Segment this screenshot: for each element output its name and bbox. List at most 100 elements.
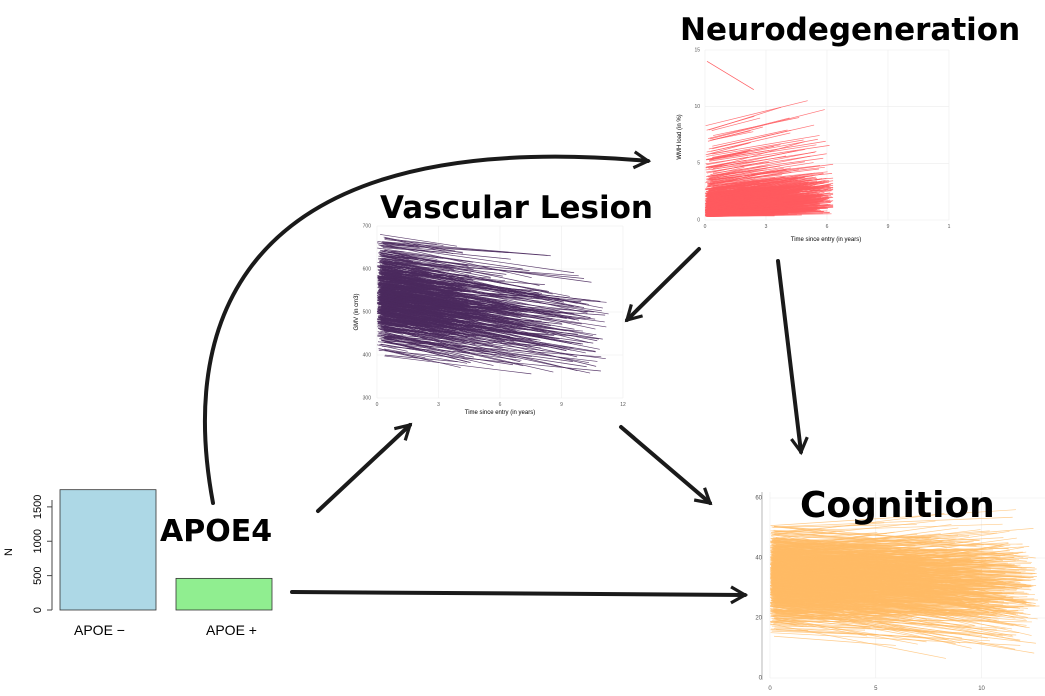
arrow-neurodegeneration-to-vascular-lesion <box>624 247 701 323</box>
cog-trajectory <box>774 582 982 612</box>
vasc-trajectory <box>378 348 426 359</box>
x-tick-label: 0 <box>704 224 707 230</box>
neuro-trajectory <box>706 156 749 166</box>
cog-trajectory <box>770 623 947 659</box>
cog-trajectory <box>772 552 972 560</box>
cog-trajectory <box>774 592 903 612</box>
bar-apoe-positive <box>175 577 273 611</box>
vasc-trajectory <box>383 272 545 285</box>
vasc-trajectory <box>380 297 536 337</box>
vasc-trajectory <box>382 274 441 290</box>
vasc-trajectory <box>382 295 437 301</box>
vasc-trajectory <box>382 318 468 339</box>
neuro-trajectory <box>706 61 754 90</box>
cog-trajectory <box>775 520 936 539</box>
vasc-trajectory <box>382 268 462 287</box>
vasc-trajectory <box>377 344 408 352</box>
cog-trajectory <box>770 632 1021 646</box>
vasc-trajectory <box>384 318 468 337</box>
vasc-trajectory <box>382 327 538 341</box>
vasc-trajectory <box>380 258 585 279</box>
neuro-trajectory <box>709 177 776 186</box>
neuro-trajectory <box>712 157 824 174</box>
vasc-trajectory <box>382 325 590 364</box>
neuro-trajectory <box>711 202 808 217</box>
vasc-trajectory <box>382 314 579 335</box>
vascular-lesion-title: Vascular Lesion <box>380 190 653 226</box>
neuro-trajectory <box>707 204 788 211</box>
cog-trajectory <box>770 509 1016 526</box>
cog-trajectory <box>770 537 1004 551</box>
y-tick-label: 0 <box>759 676 763 682</box>
vasc-x-label: Time since entry (in years) <box>465 410 535 416</box>
vasc-trajectory <box>384 336 431 343</box>
cog-trajectory <box>771 570 866 576</box>
neuro-trajectory <box>710 198 765 205</box>
vasc-trajectory <box>384 308 475 323</box>
arrow-apoe-to-cognition <box>290 585 749 605</box>
neuro-trajectory <box>706 155 811 178</box>
vasc-trajectory <box>378 244 575 274</box>
neuro-trajectory <box>710 140 826 161</box>
y-tick-label: 0 <box>697 217 700 223</box>
y-tick-label: 15 <box>694 47 700 53</box>
neuro-trajectory <box>706 166 825 181</box>
vasc-trajectory <box>378 321 399 325</box>
vasc-trajectory <box>381 329 404 335</box>
vasc-series <box>376 234 609 375</box>
x-tick-label: 0 <box>376 402 379 408</box>
vasc-trajectory <box>384 297 477 311</box>
neuro-trajectory <box>707 174 783 184</box>
vasc-trajectory <box>380 295 441 304</box>
vasc-trajectory <box>379 252 400 257</box>
vasc-trajectory <box>384 301 488 317</box>
neuro-trajectory <box>706 164 752 174</box>
vasc-trajectory <box>379 277 563 318</box>
vasc-trajectory <box>384 290 441 296</box>
neuro-trajectory <box>711 130 751 141</box>
vasc-trajectory <box>381 250 438 260</box>
x-tick-label: 6 <box>826 224 829 230</box>
neuro-y-label: WMH load (in %) <box>677 114 683 159</box>
neuro-trajectory <box>706 169 787 183</box>
cog-trajectory <box>771 611 1036 644</box>
vasc-trajectory <box>380 266 450 272</box>
bar-apoe-negative <box>59 489 157 611</box>
cog-trajectory <box>771 615 918 645</box>
vasc-trajectory <box>379 262 472 274</box>
neuro-trajectory <box>706 139 804 157</box>
vasc-trajectory <box>383 304 412 312</box>
vasc-trajectory <box>384 239 444 246</box>
cog-trajectory <box>772 575 855 578</box>
cog-trajectory <box>771 572 819 577</box>
neuro-trajectory <box>707 135 820 155</box>
x-tick-label: 0 <box>768 686 772 692</box>
cog-trajectory <box>771 606 1003 637</box>
apoe4-title: APOE4 <box>160 514 273 549</box>
neuro-trajectory <box>713 117 800 136</box>
vasc-trajectory <box>379 325 407 333</box>
y-tick-label: 40 <box>755 556 762 562</box>
x-tick-label: 6 <box>499 402 502 408</box>
neuro-trajectory <box>710 176 747 182</box>
neuro-trajectory <box>707 176 787 187</box>
cog-trajectory <box>772 581 983 594</box>
vasc-trajectory <box>378 301 406 309</box>
vasc-trajectory <box>382 308 572 344</box>
cog-trajectory <box>772 595 877 610</box>
cog-trajectory <box>771 601 824 607</box>
apoe-tick-label: 1000 <box>32 529 44 553</box>
vasc-trajectory <box>379 265 463 279</box>
neuro-trajectory <box>712 129 792 150</box>
cog-trajectory <box>775 561 919 564</box>
neuro-trajectory <box>706 165 821 180</box>
cog-trajectory <box>773 566 1019 578</box>
vasc-trajectory <box>384 321 420 326</box>
category-label-apoe-positive: APOE + <box>206 622 257 638</box>
vasc-trajectory <box>382 279 516 308</box>
vasc-trajectory <box>384 249 474 263</box>
vasc-trajectory <box>383 261 406 266</box>
x-tick-label: 3 <box>765 224 768 230</box>
vasc-trajectory <box>379 251 540 286</box>
